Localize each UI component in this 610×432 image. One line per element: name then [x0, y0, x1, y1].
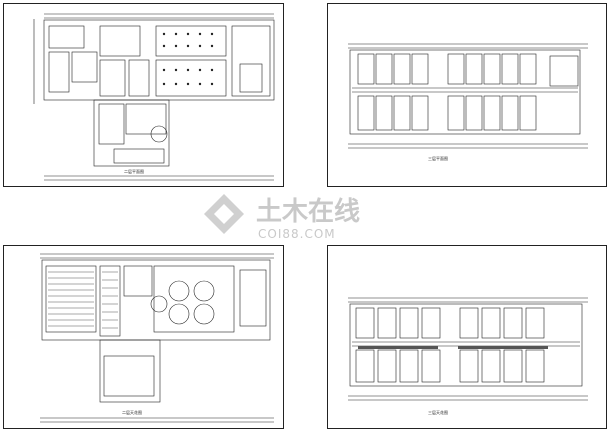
floor-plan-drawing: 二层平面图: [33, 13, 275, 181]
floor-plan-drawing: 三层平面图: [348, 43, 588, 161]
watermark-diamond-icon: 土木在线 COI88.COM: [204, 194, 360, 241]
sheet-caption: 二层平面图: [124, 168, 144, 174]
sheet-caption: 三层平面图: [428, 155, 448, 161]
watermark-cn-text: 土木在线: [256, 197, 360, 227]
sheet-caption: 三层天花图: [428, 409, 448, 415]
sheet-top-right-floor-plan: 三层平面图: [327, 3, 607, 187]
watermark-logo: 土木在线 COI88.COM: [196, 190, 426, 246]
ceiling-plan-drawing: 二层天花图: [40, 253, 274, 423]
sheet-top-left-floor-plan: 二层平面图: [3, 3, 284, 187]
ceiling-plan-drawing: 三层天花图: [348, 297, 588, 415]
watermark-en-text: COI88.COM: [258, 227, 336, 241]
sheet-bottom-left-ceiling-plan: 二层天花图: [3, 245, 284, 429]
sheet-bottom-right-ceiling-plan: 三层天花图: [327, 245, 607, 429]
sheet-caption: 二层天花图: [122, 409, 142, 415]
